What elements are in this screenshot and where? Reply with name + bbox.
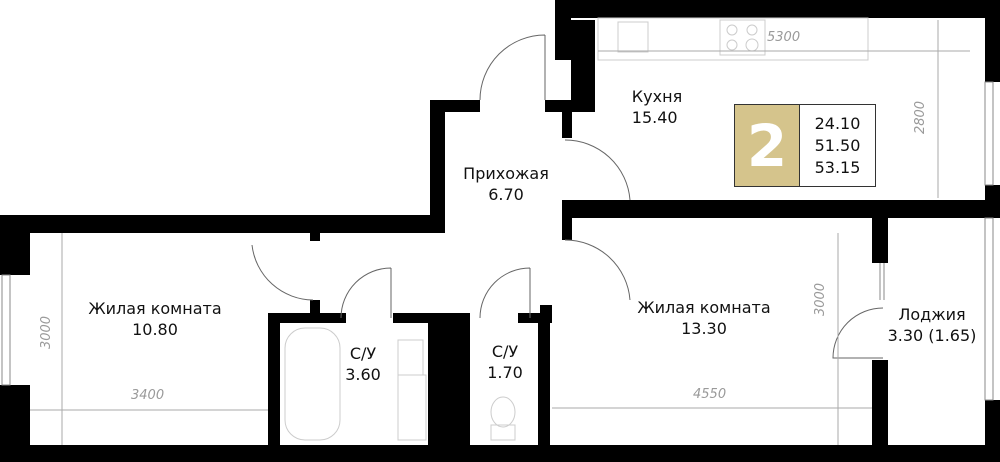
total-area: 51.50: [814, 135, 861, 155]
room-area: 10.80: [132, 320, 178, 339]
room-name: Жилая комната: [88, 299, 222, 318]
room-name: Прихожая: [463, 164, 549, 183]
dim-kitchen-width: 5300: [767, 30, 801, 45]
dim-room2-width: 4550: [693, 387, 727, 402]
room-name: С/У: [491, 342, 519, 361]
room-area: 3.60: [345, 365, 381, 384]
room-name: Кухня: [631, 87, 683, 106]
room-name: С/У: [349, 344, 377, 363]
total-area-with-loggia: 53.15: [814, 157, 861, 177]
room-living-2[interactable]: Жилая комната 13.30: [637, 297, 770, 339]
living-area: 24.10: [814, 113, 861, 133]
room-name: Жилая комната: [637, 298, 771, 317]
rooms-count: 2: [735, 105, 800, 186]
room-area: 6.70: [488, 185, 524, 204]
room-loggia[interactable]: Лоджия 3.30 (1.65): [888, 304, 977, 346]
room-area: 1.70: [487, 363, 523, 382]
areas-summary: 24.10 51.50 53.15: [800, 105, 875, 186]
room-area: 13.30: [681, 319, 727, 338]
room-name: Лоджия: [898, 305, 966, 324]
room-bathroom-2[interactable]: С/У 1.70: [487, 341, 523, 383]
room-area: 15.40: [631, 108, 678, 127]
apartment-badge: 2 24.10 51.50 53.15: [734, 104, 876, 187]
dim-room1-depth: 3000: [39, 315, 55, 350]
room-area: 3.30 (1.65): [887, 326, 977, 345]
dim-room1-width: 3400: [131, 388, 165, 403]
dim-room2-depth: 3000: [813, 282, 829, 317]
room-hallway[interactable]: Прихожая 6.70: [463, 163, 549, 205]
room-kitchen[interactable]: Кухня 15.40: [632, 86, 682, 128]
room-bathroom-1[interactable]: С/У 3.60: [345, 343, 381, 385]
room-living-1[interactable]: Жилая комната 10.80: [88, 298, 221, 340]
dim-kitchen-depth: 2800: [913, 100, 929, 135]
